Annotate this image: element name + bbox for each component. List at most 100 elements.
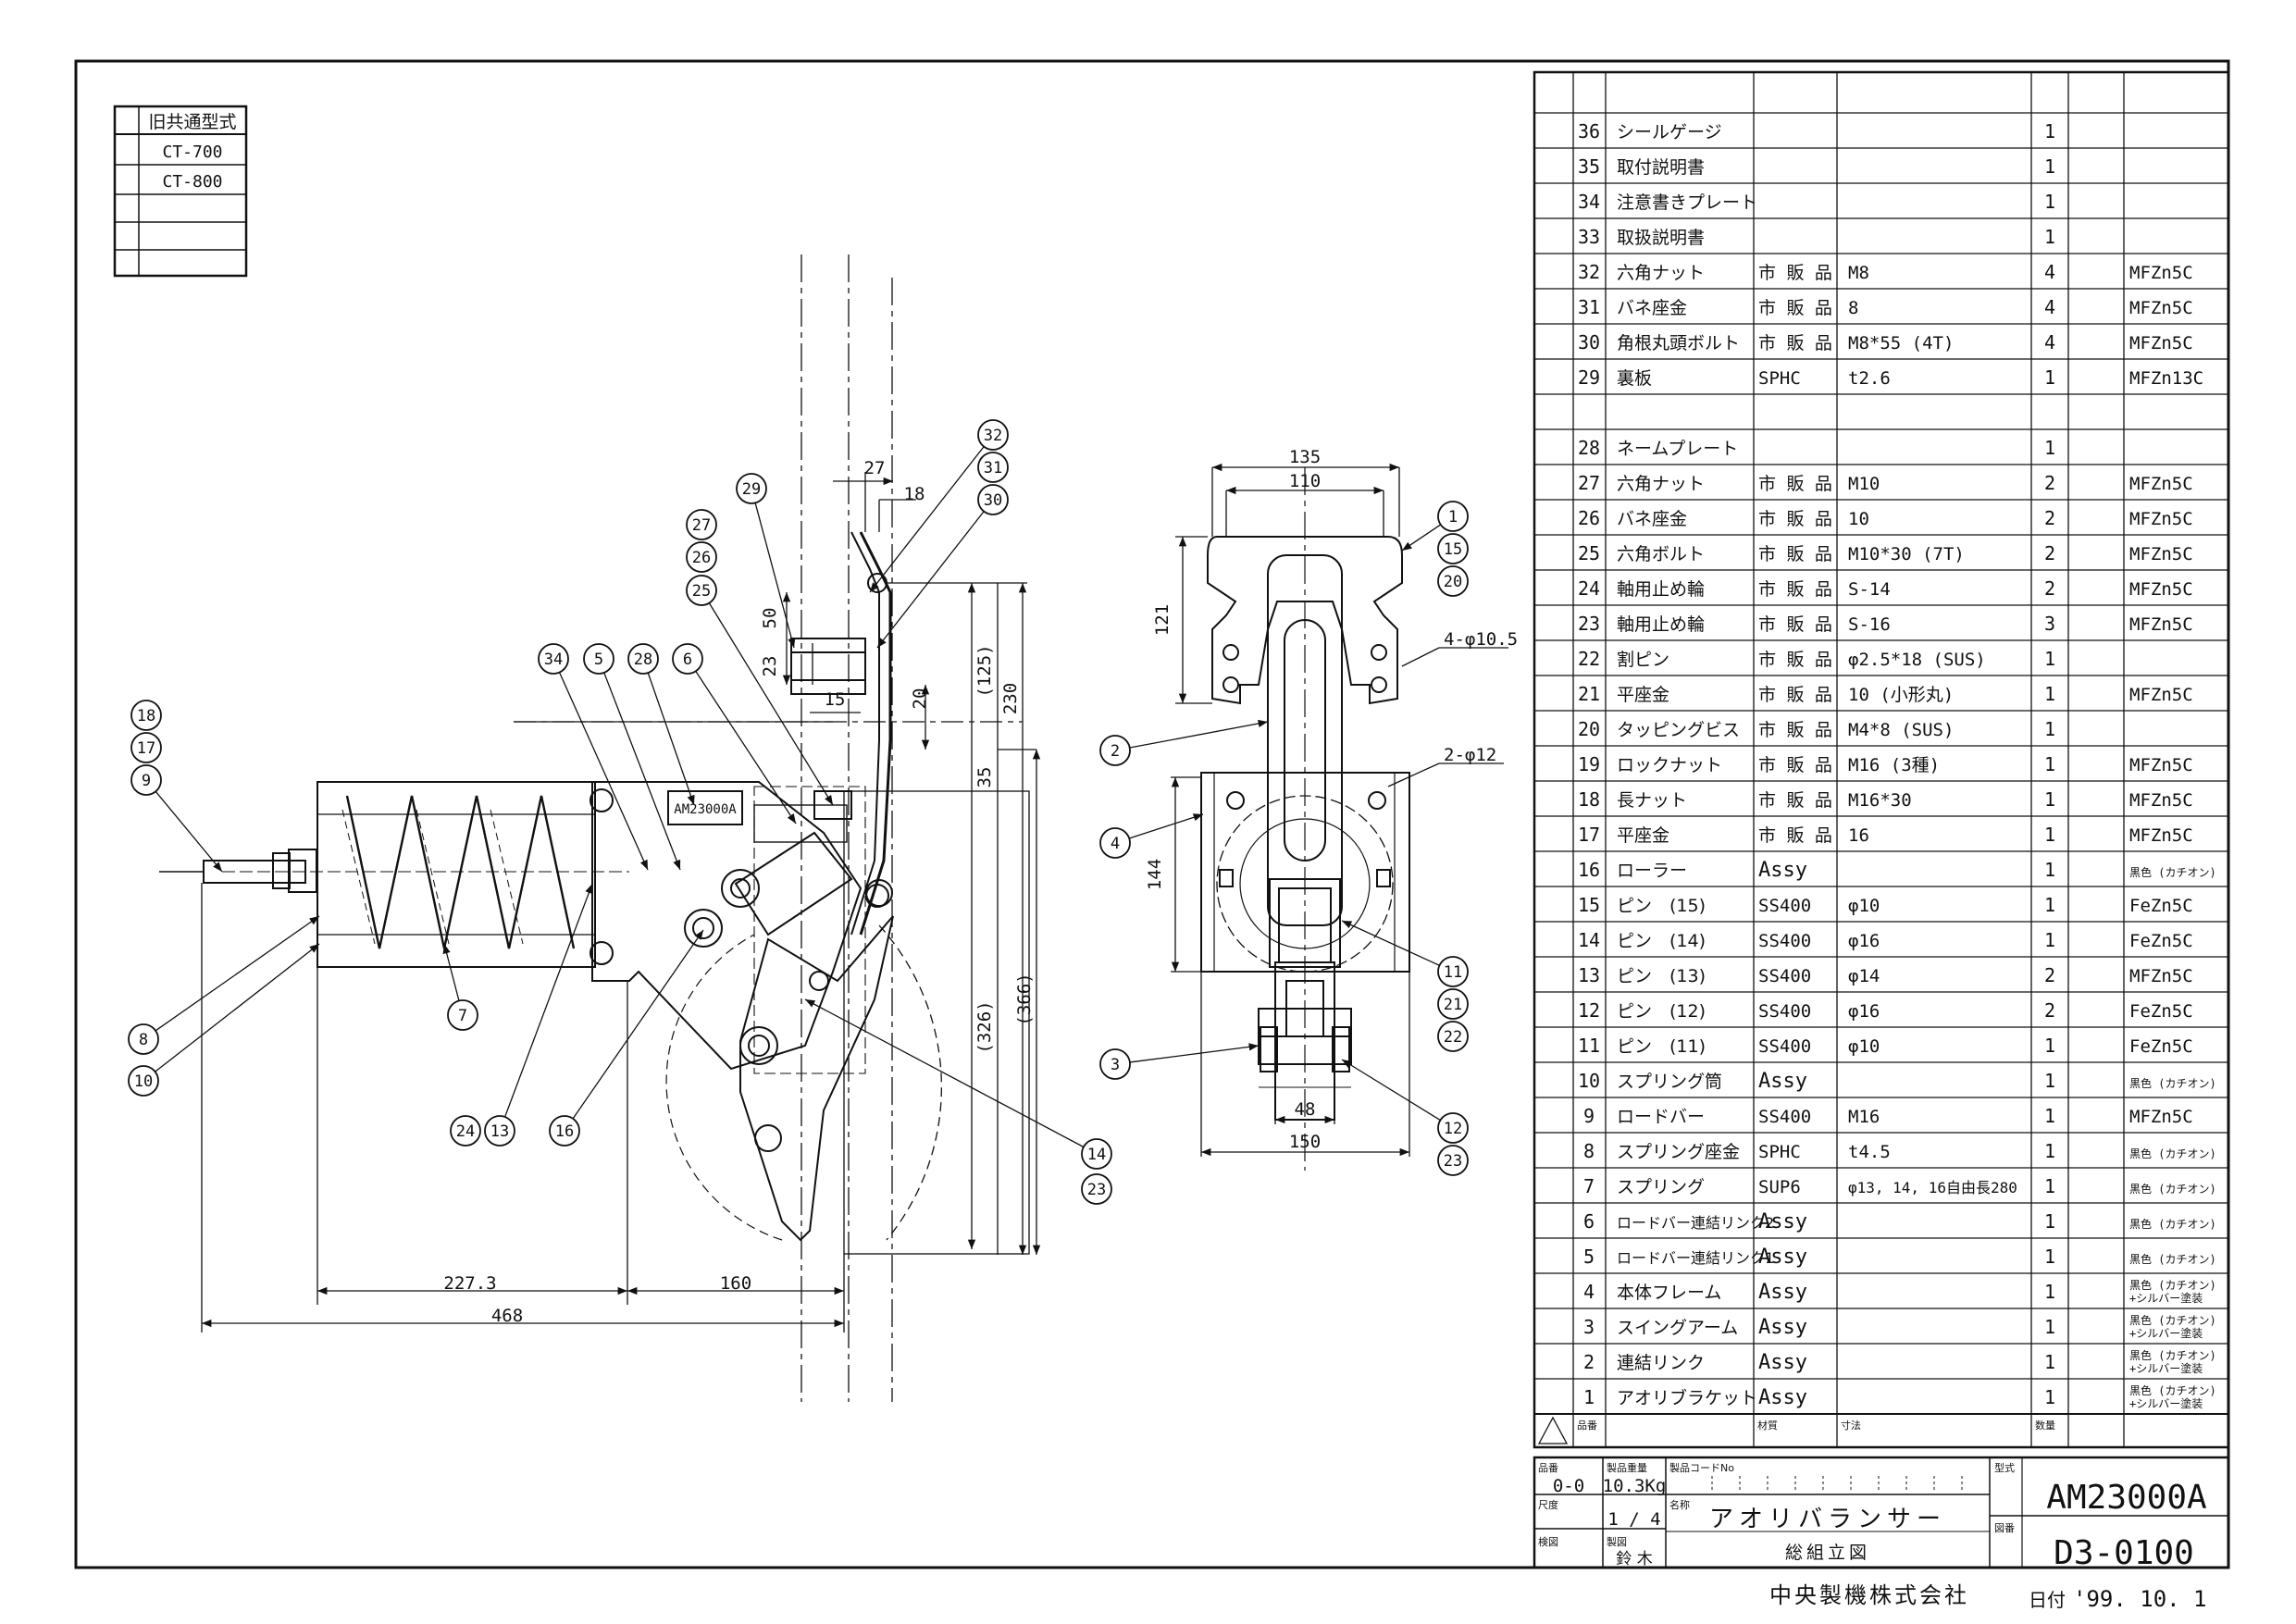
parts-cell-qty: 2 (2044, 577, 2055, 600)
parts-cell-size: φ16 (1848, 1001, 1880, 1022)
balloon-circle (1099, 827, 1131, 859)
parts-cell-qty: 3 (2044, 613, 2055, 635)
parts-cell-material: Assy (1758, 1351, 1807, 1374)
parts-cell-qty: 1 (2044, 753, 2055, 775)
parts-cell-qty: 1 (2044, 894, 2055, 916)
drawing-subtitle: 総組立図 (1785, 1543, 1870, 1563)
parts-cell-no: 19 (1578, 753, 1600, 775)
parts-cell-size: t2.6 (1848, 368, 1891, 389)
balloon-circle (1081, 1138, 1112, 1170)
parts-cell-name: 角根丸頭ボルト (1617, 333, 1740, 353)
parts-cell-size: M16 (1848, 1107, 1880, 1127)
parts-cell-size: φ10 (1848, 896, 1880, 916)
balloon-circle (128, 1023, 159, 1055)
balloon-label: 4 (1111, 835, 1120, 853)
parts-cell-size: M16*30 (1848, 790, 1912, 811)
old-model-table: 旧共通型式 CT-700 CT-800 (113, 105, 248, 278)
parts-cell-size: 10 (小形丸) (1848, 685, 1954, 705)
parts-cell-no: 13 (1578, 964, 1600, 986)
parts-cell-no: 36 (1578, 120, 1600, 143)
front-view (1200, 467, 1410, 1171)
balloon-label: 12 (1444, 1120, 1462, 1138)
side-view-dimension-texts: 227.3 160 468 27 18 15 50 23 20 35 (125)… (443, 458, 1035, 1326)
code-label: 製品コードNo (1669, 1461, 1734, 1474)
company-name: 中央製機株式会社 (1769, 1582, 1969, 1608)
parts-cell-note: +シルバー塗装 (2129, 1291, 2203, 1305)
balloon-circle (130, 764, 162, 796)
parts-cell-note: MFZn5C (2129, 509, 2193, 529)
parts-cell-no: 1 (1583, 1386, 1595, 1408)
parts-cell-qty: 1 (2044, 1386, 2055, 1408)
parts-cell-name: バネ座金 (1617, 509, 1687, 529)
parts-cell-no: 25 (1578, 542, 1600, 564)
holes-b-label: 2-φ12 (1444, 745, 1496, 765)
balloon-label: 2 (1111, 742, 1120, 761)
parts-cell-no: 18 (1578, 788, 1600, 811)
front-view-dimension-texts: 135 110 121 144 48 150 4-φ10.5 2-φ12 (1145, 447, 1518, 1152)
balloon-circle (130, 700, 162, 731)
parts-cell-no: 12 (1578, 999, 1600, 1022)
parts-cell-size: S-14 (1848, 579, 1891, 600)
parts-cell-name: 連結リンク (1617, 1353, 1705, 1373)
dim-18: 18 (904, 484, 925, 504)
name-label: 名称 (1669, 1498, 1690, 1511)
parts-cell-name: ロードバー (1617, 1107, 1705, 1127)
balloon-circle (1437, 956, 1469, 987)
parts-cell-no: 26 (1578, 507, 1600, 529)
parts-cell-no: 22 (1578, 648, 1600, 670)
balloon-circle (447, 999, 478, 1031)
balloon-circle (1437, 1021, 1469, 1052)
parts-cell-qty: 1 (2044, 1316, 2055, 1338)
front-view-dimensions (1171, 463, 1508, 1157)
parts-cell-note: 黒色 (カチオン) (2129, 1077, 2216, 1090)
product-name: アオリバランサー (1709, 1506, 1946, 1533)
parts-cell-material: SS400 (1758, 1036, 1811, 1057)
balloon-circle (977, 419, 1009, 451)
parts-cell-no: 16 (1578, 859, 1600, 881)
balloon-circle (484, 1115, 515, 1147)
parts-cell-material: SPHC (1758, 368, 1801, 389)
balloon-circle (538, 643, 569, 675)
balloon-label: 15 (1444, 540, 1462, 559)
balloon-label: 24 (456, 1122, 475, 1141)
dim-121: 121 (1152, 604, 1173, 636)
balloon-label: 7 (458, 1007, 467, 1025)
parts-cell-material: 市 販 品 (1758, 474, 1832, 494)
parts-cell-material: 市 販 品 (1758, 720, 1832, 740)
dim-135: 135 (1289, 447, 1321, 467)
balloon-circle (1099, 735, 1131, 766)
parts-cell-name: 裏板 (1617, 368, 1652, 389)
parts-header-qty: 数量 (2035, 1419, 2055, 1432)
parts-cell-qty: 1 (2044, 366, 2055, 389)
parts-cell-size: M8 (1848, 263, 1869, 283)
parts-cell-note: +シルバー塗装 (2129, 1361, 2203, 1375)
parts-cell-note: 黒色 (カチオン) (2129, 1218, 2216, 1231)
parts-cell-no: 35 (1578, 155, 1600, 178)
parts-cell-size: M4*8 (SUS) (1848, 720, 1954, 740)
drawing-no-label: 図番 (1994, 1522, 2015, 1534)
old-model-row: CT-800 (162, 172, 222, 192)
parts-cell-size: 16 (1848, 825, 1869, 846)
parts-cell-qty: 1 (2044, 929, 2055, 951)
parts-cell-qty: 2 (2044, 507, 2055, 529)
parts-cell-name: 取付説明書 (1617, 157, 1705, 178)
balloon-circle (1099, 1048, 1131, 1080)
parts-cell-note: 黒色 (カチオン) (2129, 1253, 2216, 1266)
parts-cell-note: FeZn5C (2129, 896, 2193, 916)
parts-cell-note: FeZn5C (2129, 931, 2193, 951)
parts-cell-material: Assy (1758, 1386, 1807, 1409)
parts-cell-no: 8 (1583, 1140, 1595, 1162)
parts-cell-no: 15 (1578, 894, 1600, 916)
balloon-circle (977, 484, 1009, 515)
parts-cell-no: 14 (1578, 929, 1600, 951)
parts-cell-name: 取扱説明書 (1617, 228, 1705, 248)
parts-cell-note: FeZn5C (2129, 1001, 2193, 1022)
balloon-circle (130, 732, 162, 763)
holes-a-label: 4-φ10.5 (1444, 629, 1518, 650)
revision-value: 0-0 (1553, 1476, 1584, 1496)
balloon-label: 10 (134, 1072, 153, 1091)
parts-cell-material: 市 販 品 (1758, 263, 1832, 283)
parts-cell-qty: 1 (2044, 1351, 2055, 1373)
balloon-circle (686, 575, 717, 606)
